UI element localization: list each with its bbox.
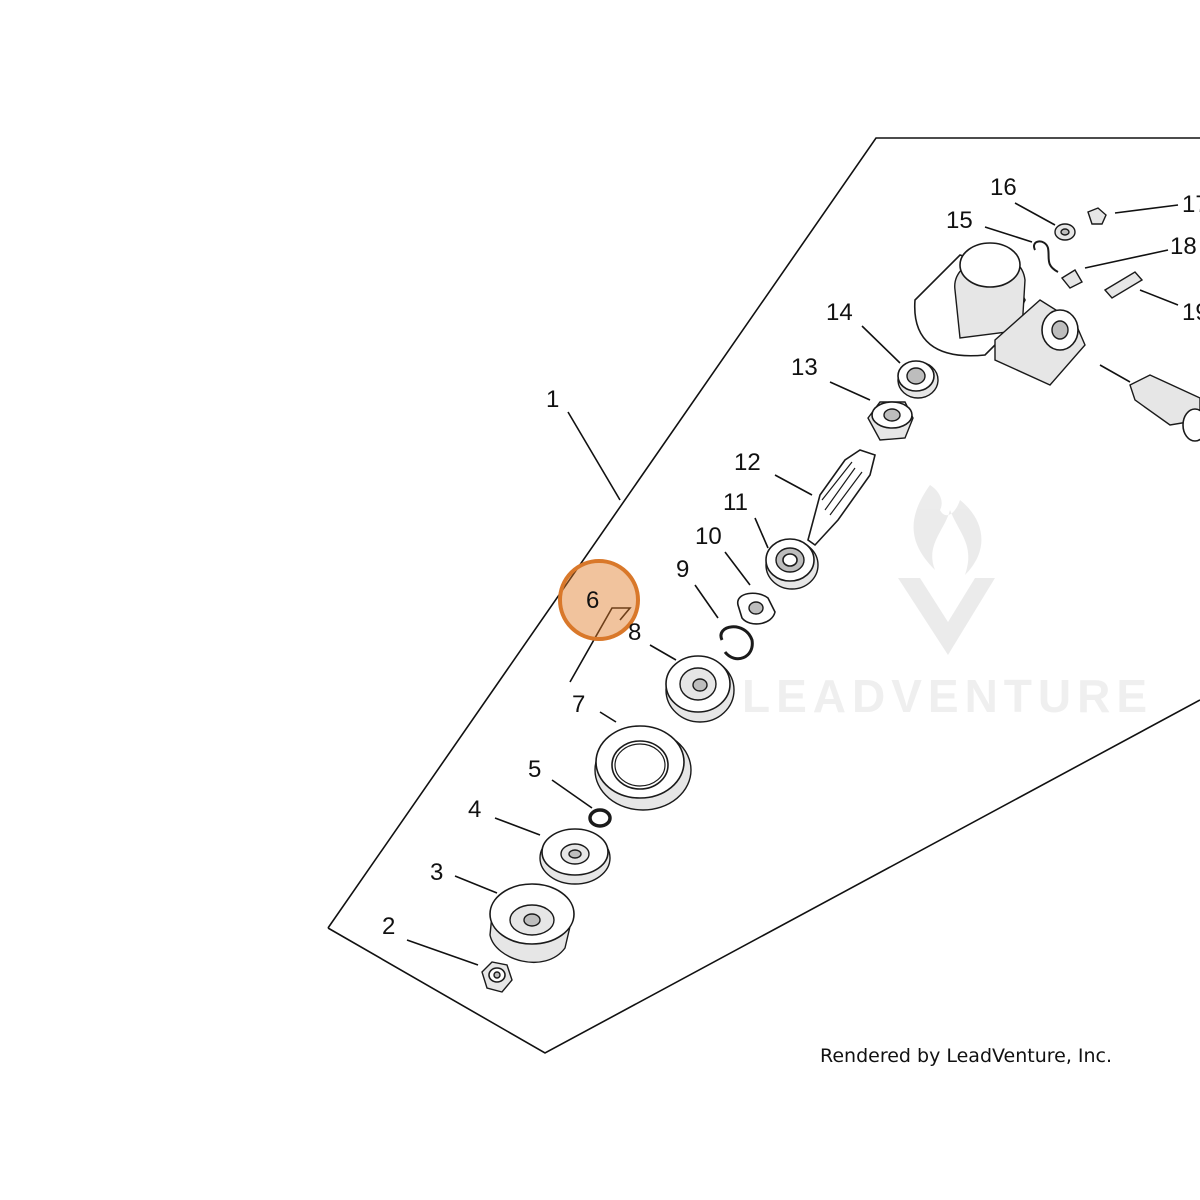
part-gear-case	[914, 242, 1086, 386]
callout-2[interactable]: 2	[382, 913, 395, 940]
part-19-bolt	[1103, 271, 1144, 299]
part-output-shaft	[1099, 364, 1200, 442]
callout-9[interactable]: 9	[676, 556, 689, 583]
callout-7[interactable]: 7	[572, 691, 585, 718]
highlight-circle	[558, 559, 640, 641]
part-10-washer	[737, 592, 776, 625]
callout-18[interactable]: 18	[1170, 233, 1197, 260]
callout-labels: 1 2 3 4 5 6 7 8 9 10 11 12 13 14 15 16 1…	[382, 174, 1200, 940]
callout-10[interactable]: 10	[695, 523, 722, 550]
credit-text: Rendered by LeadVenture, Inc.	[820, 1045, 1112, 1067]
callout-15[interactable]: 15	[946, 207, 973, 234]
callout-4[interactable]: 4	[468, 796, 481, 823]
watermark-text: LEADVENTURE	[742, 670, 1153, 722]
part-17-bolt	[1087, 207, 1107, 225]
part-7-seal	[594, 725, 692, 811]
part-13-gear	[867, 401, 914, 441]
part-12-shaft	[807, 449, 876, 547]
callout-13[interactable]: 13	[791, 354, 818, 381]
callout-19[interactable]: 19	[1182, 299, 1200, 326]
callout-8[interactable]: 8	[628, 619, 641, 646]
part-8-holder	[665, 655, 735, 723]
callout-5[interactable]: 5	[528, 756, 541, 783]
callout-11[interactable]: 11	[723, 489, 748, 516]
part-4-holder	[539, 828, 611, 885]
callout-1[interactable]: 1	[546, 386, 559, 413]
part-15-clip	[1033, 240, 1059, 273]
callout-3[interactable]: 3	[430, 859, 443, 886]
part-16-washer	[1054, 223, 1076, 241]
callout-6[interactable]: 6	[586, 587, 599, 614]
v-logo-icon	[898, 578, 995, 655]
callout-16[interactable]: 16	[990, 174, 1017, 201]
leadventure-watermark: LEADVENTURE	[742, 485, 1153, 722]
assembly-outline	[327, 137, 1200, 1054]
callout-17[interactable]: 17	[1182, 191, 1200, 218]
flame-logo-icon	[913, 485, 982, 575]
leader-lines	[406, 202, 1179, 966]
part-18-bolt	[1060, 269, 1083, 289]
callout-14[interactable]: 14	[826, 299, 853, 326]
part-9-snap-ring	[719, 625, 754, 661]
part-11-bearing	[765, 538, 819, 590]
part-2-nut	[481, 961, 513, 993]
part-14-bearing	[897, 360, 939, 399]
part-3-cover	[489, 883, 575, 964]
part-5-o-ring	[588, 808, 612, 828]
callout-12[interactable]: 12	[734, 449, 761, 476]
